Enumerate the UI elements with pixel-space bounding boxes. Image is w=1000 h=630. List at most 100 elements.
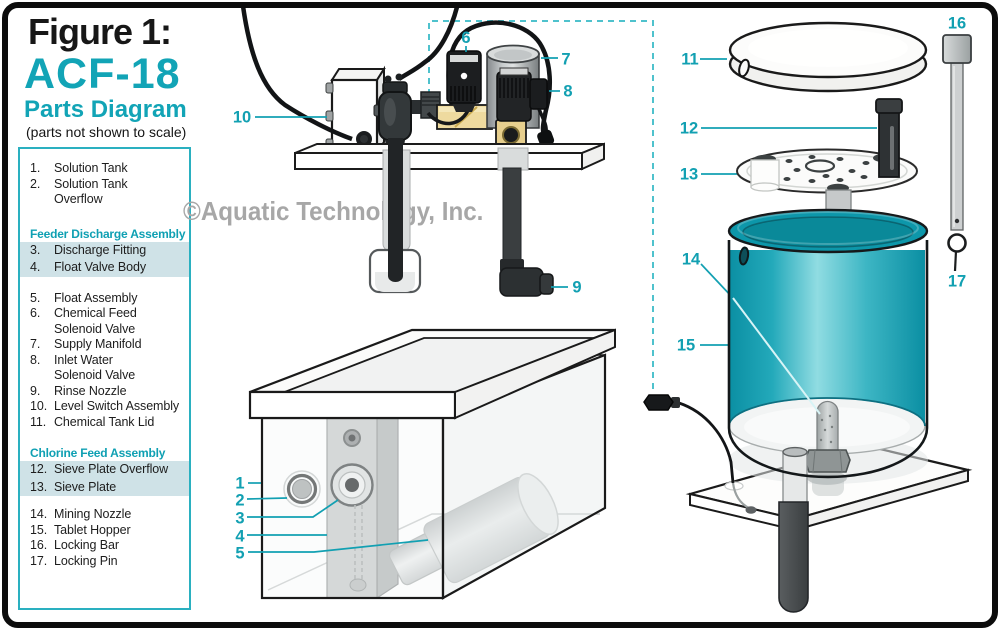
item-number: 15. bbox=[30, 522, 48, 537]
item-label: Supply Manifold bbox=[54, 337, 142, 351]
item-number: 4. bbox=[30, 260, 41, 274]
tank-lip-shape bbox=[248, 328, 616, 420]
parts-list-item-2: 2. Solution Tank Overflow bbox=[30, 177, 185, 208]
callout-5: 5 bbox=[235, 545, 244, 563]
title-block: Figure 1: ACF-18 Parts Diagram (parts no… bbox=[24, 12, 187, 141]
callout-4: 4 bbox=[235, 528, 245, 546]
parts-list-item-3: 3. Discharge Fitting bbox=[20, 241, 189, 259]
item-label: Float Assembly bbox=[54, 290, 138, 305]
item-number: 7. bbox=[30, 337, 41, 351]
chemical-feed-solenoid-shape bbox=[446, 50, 482, 112]
locking-bar-shape bbox=[942, 34, 972, 231]
suction-pipe bbox=[388, 138, 403, 282]
parts-list-item-4: 4. Float Valve Body bbox=[20, 259, 189, 277]
tank-overflow-fitting-shape bbox=[283, 470, 321, 508]
callout-17: 17 bbox=[948, 273, 966, 291]
item-label: Solution Tank bbox=[54, 161, 128, 175]
callout-12: 12 bbox=[680, 120, 698, 138]
model-name: ACF-18 bbox=[24, 50, 181, 98]
item-label: Chemical Tank Lid bbox=[54, 414, 155, 429]
parts-list-item-5: 5. Float Assembly bbox=[30, 291, 185, 307]
rinse-nozzle-elbow-shape bbox=[499, 259, 554, 297]
callout-8: 8 bbox=[563, 83, 572, 101]
watermark: ©Aquatic Technology, Inc. bbox=[183, 196, 484, 226]
chemical-tank-lid-shape bbox=[728, 21, 928, 93]
inlet-water-solenoid-shape bbox=[496, 67, 555, 147]
parts-list-item-14: 14. Mining Nozzle bbox=[30, 507, 185, 523]
item-label: Level Switch Assembly bbox=[54, 399, 180, 413]
callout-6: 6 bbox=[461, 29, 470, 47]
item-number: 8. bbox=[30, 352, 41, 367]
item-label: Float Valve Body bbox=[54, 260, 146, 274]
parts-list-item-17: 17. Locking Pin bbox=[30, 554, 185, 570]
item-label: Rinse Nozzle bbox=[54, 383, 127, 398]
callout-16: 16 bbox=[948, 15, 966, 33]
callout-15: 15 bbox=[677, 337, 695, 355]
solution-tank-illustration: 1 2 3 4 5 bbox=[235, 328, 616, 600]
parts-list-item-10: 10. Level Switch Assembly bbox=[30, 399, 185, 415]
diagram-subtitle: Parts Diagram bbox=[24, 96, 187, 123]
item-number: 12. bbox=[30, 462, 48, 476]
item-label: Mining Nozzle bbox=[54, 507, 132, 521]
item-label: Inlet Water Solenoid Valve bbox=[54, 352, 136, 383]
callout-10: 10 bbox=[233, 109, 251, 127]
item-label: Sieve Plate bbox=[54, 479, 117, 494]
mining-nozzle-shape bbox=[804, 400, 851, 496]
figure-label: Figure 1: bbox=[28, 11, 172, 52]
parts-list-item-9: 9. Rinse Nozzle bbox=[30, 384, 185, 400]
item-label: Tablet Hopper bbox=[54, 522, 131, 537]
stand-pipe-shape bbox=[778, 501, 809, 613]
chlorine-feed-illustration: 11 12 13 14 15 16 17 bbox=[643, 15, 973, 613]
power-cable bbox=[397, 6, 460, 81]
item-number: 14. bbox=[30, 507, 48, 521]
item-number: 3. bbox=[30, 242, 41, 257]
parts-list-item-12: 12. Sieve Plate Overflow bbox=[20, 461, 189, 479]
item-number: 13. bbox=[30, 479, 48, 494]
tank-front-wall bbox=[260, 416, 445, 600]
item-label: Solution Tank Overflow bbox=[54, 176, 128, 207]
parts-list-item-8: 8. Inlet Water Solenoid Valve bbox=[30, 353, 185, 384]
callout-13: 13 bbox=[680, 166, 698, 184]
item-number: 16. bbox=[30, 538, 48, 552]
item-label: Locking Bar bbox=[54, 538, 119, 552]
item-number: 17. bbox=[30, 553, 48, 568]
discharge-pipe bbox=[502, 167, 522, 269]
section-header-feeder: Feeder Discharge Assembly bbox=[30, 226, 186, 241]
item-number: 11. bbox=[30, 414, 47, 429]
item-number: 10. bbox=[30, 399, 48, 413]
callout-7: 7 bbox=[561, 51, 570, 69]
outlet-brass-block-shape bbox=[495, 119, 527, 150]
feeder-shelf-shape bbox=[294, 142, 605, 171]
parts-list-item-6: 6. Chemical Feed Solenoid Valve bbox=[30, 306, 185, 337]
feed-tube-shape bbox=[643, 394, 757, 514]
parts-list: 1. Solution Tank 2. Solution Tank Overfl… bbox=[18, 147, 191, 610]
level-switch-cable bbox=[240, 5, 353, 142]
locking-pin-shape bbox=[947, 233, 967, 272]
callout-9: 9 bbox=[572, 279, 581, 297]
item-label: Sieve Plate Overflow bbox=[54, 462, 169, 476]
item-label: Locking Pin bbox=[54, 553, 118, 568]
solenoid-cable-loop bbox=[446, 20, 553, 136]
item-label: Chemical Feed Solenoid Valve bbox=[54, 306, 137, 336]
item-number: 1. bbox=[30, 161, 41, 175]
parts-list-item-1: 1. Solution Tank bbox=[30, 161, 185, 177]
item-number: 9. bbox=[30, 383, 41, 398]
parts-list-item-16: 16. Locking Bar bbox=[30, 538, 185, 554]
callout-1: 1 bbox=[235, 475, 244, 493]
feeder-assembly-illustration: 10 6 7 8 9 bbox=[233, 5, 654, 394]
float-assembly-shape bbox=[388, 473, 559, 586]
parts-list-item-13: 13. Sieve Plate bbox=[20, 478, 189, 496]
callout-11: 11 bbox=[681, 51, 698, 69]
item-number: 6. bbox=[30, 306, 41, 320]
parts-list-item-15: 15. Tablet Hopper bbox=[30, 523, 185, 539]
callout-3: 3 bbox=[235, 510, 244, 528]
tablet-hopper-shape bbox=[727, 208, 929, 455]
callout-2: 2 bbox=[235, 492, 244, 510]
hopper-overflow-hole bbox=[738, 246, 750, 266]
item-number: 5. bbox=[30, 290, 41, 305]
section-header-chlorine: Chlorine Feed Assembly bbox=[30, 446, 166, 460]
scale-note: (parts not shown to scale) bbox=[26, 124, 187, 140]
item-label: Discharge Fitting bbox=[54, 242, 147, 257]
